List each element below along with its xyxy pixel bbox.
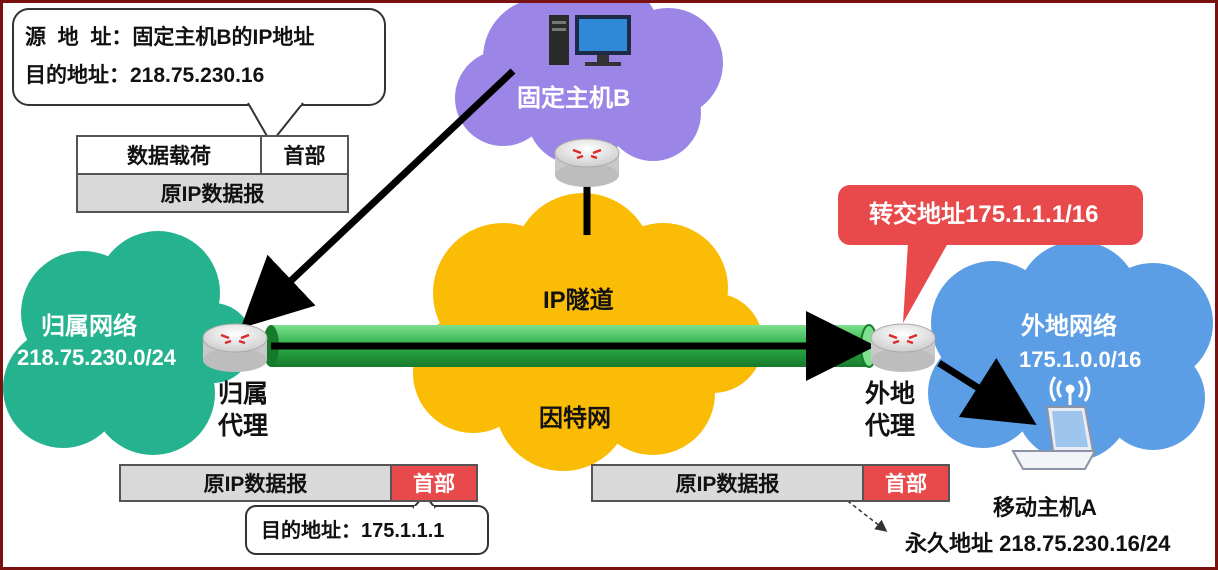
redirect-arrow [240, 68, 516, 329]
new-header-right: 首部 [862, 464, 950, 502]
wifi-icon [1049, 376, 1091, 405]
source-address-key: 源 地 址： [25, 26, 133, 49]
foreign-network-name: 外地网络 [1021, 313, 1117, 340]
source-callout-bubble [12, 8, 386, 145]
foreign-network-prefix: 175.1.0.0/16 [1019, 347, 1142, 372]
header-box: 首部 [260, 135, 349, 175]
care-of-address-text: 转交地址175.1.1.1/16 [869, 201, 1099, 228]
home-network-prefix: 218.75.230.0/24 [17, 345, 177, 370]
diagram-canvas [3, 3, 1213, 555]
encapsulated-datagram-right: 原IP数据报 [591, 464, 864, 502]
permanent-address-key: 永久地址 [905, 531, 994, 556]
source-address-value: 固定主机B的IP地址 [132, 26, 315, 49]
payload-box: 数据载荷 [76, 135, 262, 175]
foreign-agent-router-icon [870, 323, 936, 372]
desktop-computer-icon [549, 15, 631, 66]
home-agent-label-line1: 归属 [218, 380, 269, 408]
foreign-agent-label-line2: 代理 [865, 412, 916, 440]
dest-address-key: 目的地址： [25, 64, 130, 87]
internet-label: 因特网 [539, 405, 611, 432]
new-header-left: 首部 [390, 464, 478, 502]
original-datagram-box: 原IP数据报 [76, 173, 349, 213]
delivery-arrow [937, 357, 1037, 426]
laptop-icon [1011, 406, 1097, 470]
fixed-host-cloud [455, 3, 723, 165]
tunnel-label: IP隧道 [543, 287, 614, 314]
router-b-icon [554, 138, 620, 187]
permanent-address-value: 218.75.230.16/24 [999, 531, 1171, 556]
dest-address-value: 218.75.230.16 [130, 64, 265, 87]
home-network-cloud [3, 231, 253, 455]
encapsulated-datagram-left: 原IP数据报 [119, 464, 392, 502]
tunnel-dest-value: 175.1.1.1 [361, 520, 445, 542]
foreign-agent-label-line1: 外地 [865, 380, 916, 408]
permanent-address: 永久地址 218.75.230.16/24 [905, 531, 1170, 557]
home-agent-label-line2: 代理 [218, 412, 269, 440]
dashed-arrow [830, 487, 888, 532]
dest-callout-bubble [245, 493, 489, 555]
mobile-host-name: 移动主机A [993, 495, 1097, 520]
tunnel-dest-address: 目的地址：175.1.1.1 [261, 519, 444, 543]
home-network-name: 归属网络 [41, 313, 137, 340]
home-agent-router-icon [202, 323, 268, 372]
dest-address-line: 目的地址：218.75.230.16 [25, 63, 264, 88]
fixed-host-label: 固定主机B [517, 85, 631, 112]
source-address-line: 源 地 址：固定主机B的IP地址 [25, 25, 314, 50]
tunnel-dest-key: 目的地址： [261, 520, 361, 542]
care-of-callout-bubble [838, 185, 1143, 323]
